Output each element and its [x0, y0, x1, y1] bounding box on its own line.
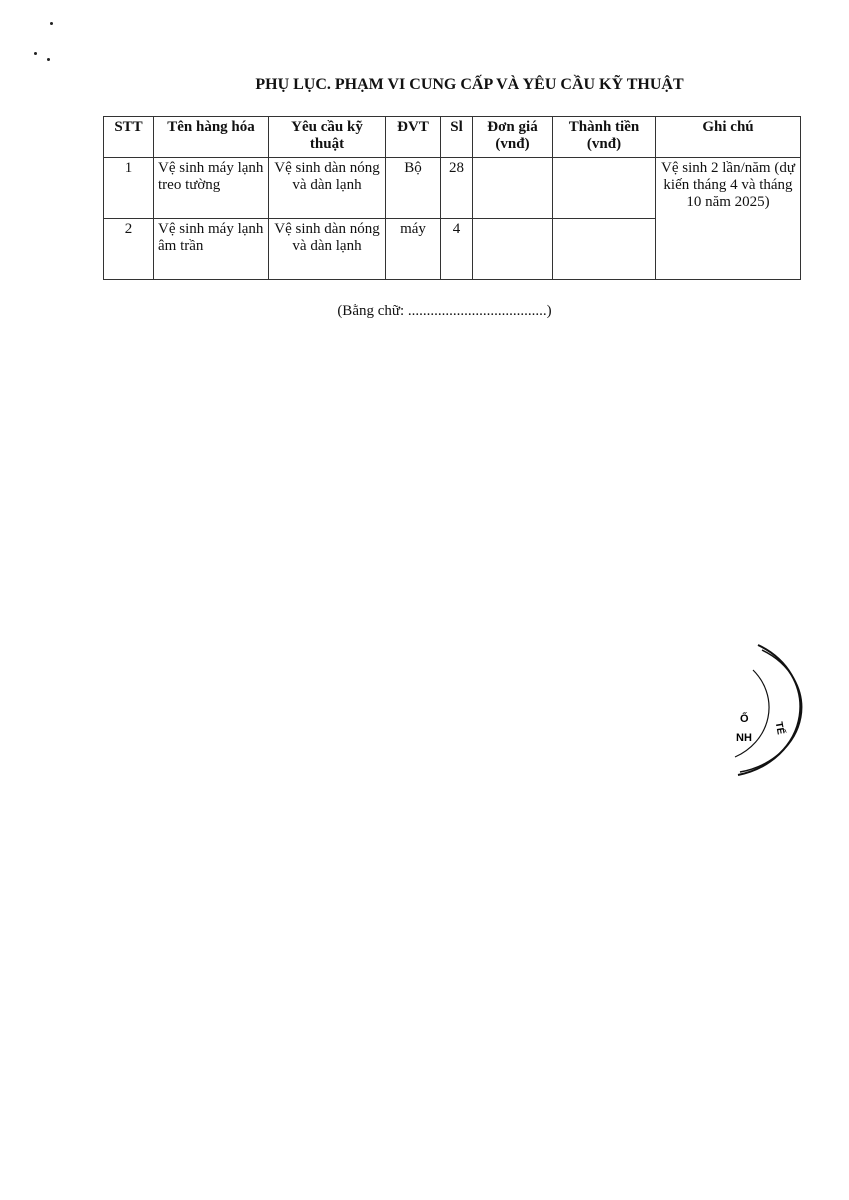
stamp-outer-ring — [737, 644, 802, 776]
table-header-row: STT Tên hàng hóa Yêu cầu kỹ thuật ĐVT Sl… — [103, 116, 801, 158]
cell-note: Vệ sinh 2 lần/năm (dự kiến tháng 4 và th… — [655, 157, 801, 280]
col-header: Sl — [440, 116, 473, 158]
col-header: STT — [103, 116, 154, 158]
col-header: Tên hàng hóa — [153, 116, 269, 158]
cell-name: Vệ sinh máy lạnh âm trần — [153, 218, 269, 280]
svg-text:NH: NH — [736, 732, 752, 744]
scan-speck — [50, 22, 53, 25]
stamp-fragment: Ố NH TẾ — [734, 644, 803, 776]
table-row: 1 Vệ sinh máy lạnh treo tường Vệ sinh dà… — [103, 157, 801, 280]
document-title: PHỤ LỤC. PHẠM VI CUNG CẤP VÀ YÊU CẦU KỸ … — [255, 76, 684, 93]
cell-name: Vệ sinh máy lạnh treo tường — [153, 157, 269, 219]
cell-qty: 28 — [440, 157, 473, 219]
cell-requirement: Vệ sinh dàn nóng và dàn lạnh — [268, 157, 386, 219]
svg-text:Ố: Ố — [740, 711, 749, 725]
cell-unit-price — [472, 218, 553, 280]
cell-stt: 1 — [103, 157, 154, 219]
cell-total — [552, 157, 656, 219]
col-header: ĐVT — [385, 116, 441, 158]
cell-total — [552, 218, 656, 280]
amount-in-words: (Bằng chữ: .............................… — [337, 303, 552, 319]
svg-text:TẾ: TẾ — [773, 721, 788, 736]
col-header: Ghi chú — [655, 116, 801, 158]
cell-stt: 2 — [103, 218, 154, 280]
table-row: 2 Vệ sinh máy lạnh âm trần Vệ sinh dàn n… — [103, 218, 801, 280]
scope-table: STT Tên hàng hóa Yêu cầu kỹ thuật ĐVT Sl… — [103, 116, 801, 280]
col-header: Thành tiền (vnđ) — [552, 116, 656, 158]
cell-unit: Bộ — [385, 157, 441, 219]
cell-unit: máy — [385, 218, 441, 280]
cell-unit-price — [472, 157, 553, 219]
col-header: Đơn giá (vnđ) — [472, 116, 553, 158]
scan-speck — [47, 58, 50, 61]
cell-requirement: Vệ sinh dàn nóng và dàn lạnh — [268, 218, 386, 280]
col-header: Yêu cầu kỹ thuật — [268, 116, 386, 158]
stamp-inner-ring — [734, 669, 770, 758]
stamp-outer-ring — [739, 649, 803, 773]
scan-speck — [34, 52, 37, 55]
cell-qty: 4 — [440, 218, 473, 280]
